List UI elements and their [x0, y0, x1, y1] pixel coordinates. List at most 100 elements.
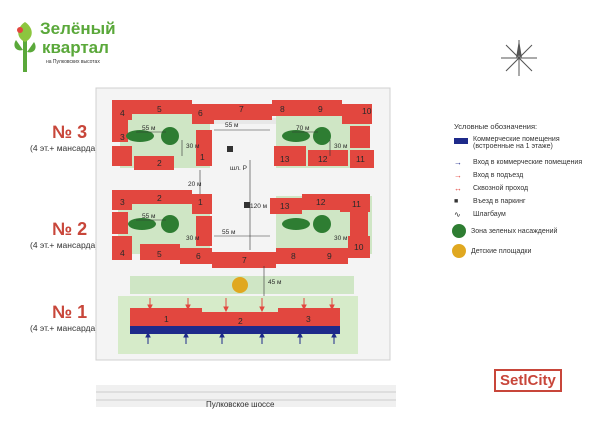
building-number: 6: [198, 108, 203, 118]
building-number: 1: [164, 314, 169, 324]
building-number: 1: [200, 152, 205, 162]
compass-icon: [501, 40, 537, 76]
dimension-label: 55 м: [142, 125, 156, 132]
playground-icon: [452, 244, 466, 258]
legend-label: Детские площадки: [471, 247, 532, 255]
dimension-label: 30 м: [334, 235, 348, 242]
queue-2-number: № 2: [52, 219, 88, 239]
building-number: 2: [157, 158, 162, 168]
building-number: 7: [242, 255, 247, 265]
building: [196, 216, 212, 246]
building-number: 4: [120, 248, 125, 258]
legend-title: Условные обозначения:: [454, 122, 538, 131]
building: [212, 252, 276, 268]
leaf-icon: [313, 215, 331, 233]
leaf-icon: [313, 127, 331, 145]
queue-3-number: № 3: [52, 122, 88, 142]
building-number: 10: [354, 242, 364, 252]
q3-road-strip: [212, 118, 276, 124]
building: [162, 190, 192, 204]
building-number: 11: [352, 199, 361, 209]
building-number: 3: [306, 314, 311, 324]
legend-label: Вход в подъезд: [473, 172, 524, 179]
building-number: 12: [316, 197, 326, 207]
entrance-arrows: [147, 298, 335, 313]
dimension-label: 30 м: [186, 143, 200, 150]
building: [112, 190, 132, 210]
legend-item-commercial: Коммерческие помещения (встроенные на 1 …: [454, 136, 584, 150]
dimension-label: 55 м: [142, 213, 156, 220]
parking-label: шл. P: [230, 165, 247, 172]
logo: Зелёный квартал на Пулковских высотах: [12, 18, 132, 78]
brand-logo: SetlCity: [494, 369, 562, 392]
building-number: 2: [238, 316, 243, 326]
building: [192, 194, 212, 214]
building: [192, 104, 214, 124]
building: [112, 212, 128, 234]
arrow-right-red-icon: →: [454, 171, 462, 180]
legend-item-barrier: ∿ Шлагбаум: [454, 211, 594, 219]
leaf-icon: [452, 224, 466, 238]
building-number: 1: [198, 197, 203, 207]
legend-item-entrance: → Вход в подъезд: [454, 172, 594, 180]
dimension-label: 45 м: [268, 279, 282, 286]
building: [112, 100, 132, 120]
building: [308, 150, 348, 166]
logo-line2: квартал: [42, 38, 109, 57]
building: [306, 100, 342, 116]
dimension-label: 55 м: [225, 122, 239, 129]
commercial-arrows: [145, 331, 337, 344]
building: [340, 194, 370, 212]
building: [272, 100, 306, 116]
building-number: 13: [280, 201, 290, 211]
building: [350, 150, 374, 168]
building-number: 12: [318, 154, 328, 164]
building: [112, 146, 132, 166]
building: [130, 308, 202, 330]
legend-label: Шлагбаум: [473, 211, 506, 218]
dimension-label: 20 м: [188, 181, 202, 188]
building: [196, 130, 212, 166]
legend-label: Вход в коммерческие помещения: [473, 159, 583, 166]
building-number: 8: [291, 251, 296, 261]
legend-item-commercial-entrance: → Вход в коммерческие помещения: [454, 159, 594, 167]
legend-item-green: Зона зеленых насаждений: [452, 224, 592, 238]
legend-label: Зона зеленых насаждений: [471, 227, 558, 235]
legend-item-parking: ■ Въезд в паркинг: [454, 198, 594, 206]
building: [244, 104, 272, 120]
road-label: Пулковское шоссе: [206, 400, 275, 409]
building: [162, 100, 192, 114]
commercial-swatch: [454, 138, 468, 144]
building: [342, 104, 372, 124]
building: [274, 146, 306, 166]
building: [134, 156, 174, 170]
building-number: 2: [157, 193, 162, 203]
queue-3-subtitle: (4 эт.+ мансарда): [30, 143, 98, 153]
parking-icon: ■: [454, 198, 459, 205]
building-number: 4: [120, 108, 125, 118]
logo-line1: Зелёный: [40, 19, 116, 38]
queue-2-subtitle: (4 эт.+ мансарда): [30, 240, 98, 250]
building: [350, 126, 370, 148]
legend-label: Въезд в паркинг: [473, 198, 526, 205]
building-number: 5: [157, 104, 162, 114]
building-number: 11: [356, 154, 365, 164]
commercial-strip: [130, 326, 340, 334]
legend-item-playground: Детские площадки: [452, 244, 592, 258]
building-number: 8: [280, 104, 285, 114]
legend-label: Коммерческие помещения (встроенные на 1 …: [473, 136, 560, 150]
queue-1-subtitle: (4 эт.+ мансарда): [30, 323, 98, 333]
building: [270, 198, 302, 214]
building-number: 5: [157, 249, 162, 259]
q1-buildings: [130, 308, 340, 334]
road-area: [96, 385, 396, 407]
dimension-label: 120 м: [250, 203, 268, 210]
building: [214, 104, 244, 120]
q2-buildings: [112, 190, 370, 268]
building: [112, 236, 132, 260]
q3-buildings: [112, 100, 374, 170]
building: [276, 248, 312, 264]
building: [132, 190, 162, 204]
parking-icon: [227, 146, 233, 152]
